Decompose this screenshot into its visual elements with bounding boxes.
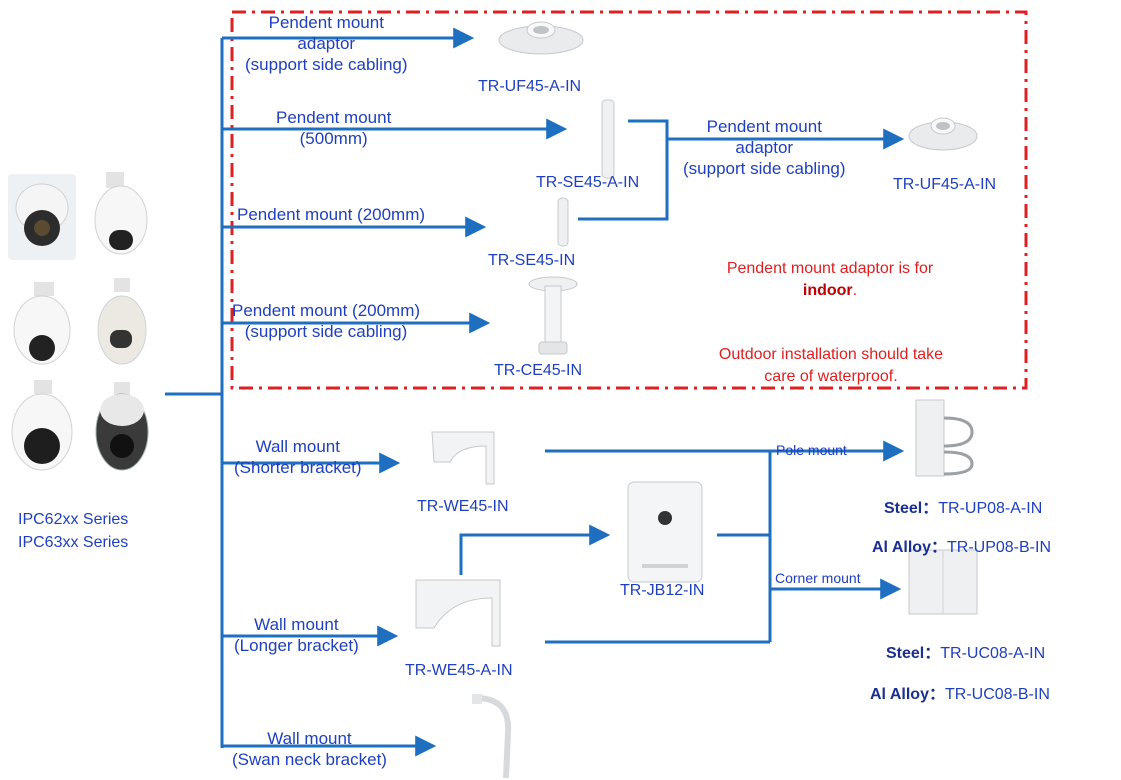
- wall-short-label: Wall mount (Shorter bracket): [234, 436, 362, 478]
- camera-icon: [96, 382, 148, 470]
- wall-long-label: Wall mount (Longer bracket): [234, 614, 359, 656]
- pole-mount-icon: [912, 398, 974, 478]
- pendent-adaptor-label: Pendent mount adaptor (support side cabl…: [245, 12, 408, 75]
- camera-icon: [12, 380, 72, 470]
- pole-alloy: Al Alloy：TR-UP08-B-IN: [872, 533, 1051, 557]
- pendent-pipe-icon: [595, 98, 621, 180]
- series-name: IPC62xx Series: [18, 508, 128, 531]
- series-list: IPC62xx Series IPC63xx Series: [18, 508, 128, 554]
- camera-icon: [95, 172, 147, 254]
- model-code: TR-JB12-IN: [620, 582, 704, 600]
- junction-box-icon: [620, 478, 710, 588]
- pendent-200-label: Pendent mount (200mm): [237, 204, 425, 225]
- mount-adaptor-icon: [496, 12, 586, 58]
- camera-images: [6, 170, 166, 480]
- pendent-200-side-label: Pendent mount (200mm) (support side cabl…: [232, 300, 420, 342]
- indoor-note: Pendent mount adaptor is for indoor.: [680, 258, 980, 302]
- pendent-adaptor-label-2: Pendent mount adaptor (support side cabl…: [683, 116, 846, 179]
- model-code: TR-UF45-A-IN: [893, 176, 996, 194]
- mount-adaptor-icon: [907, 108, 979, 154]
- corner-mount-label: Corner mount: [775, 570, 861, 586]
- pendent-500-label: Pendent mount (500mm): [276, 107, 391, 149]
- pole-steel: Steel：TR-UP08-A-IN: [884, 494, 1042, 518]
- corner-steel: Steel：TR-UC08-A-IN: [886, 639, 1045, 663]
- model-code: TR-WE45-A-IN: [405, 662, 513, 680]
- model-code: TR-CE45-IN: [494, 362, 582, 380]
- model-code: TR-SE45-IN: [488, 252, 575, 270]
- outdoor-note: Outdoor installation should take care of…: [676, 344, 986, 388]
- wall-swan-label: Wall mount (Swan neck bracket): [232, 728, 387, 770]
- series-name: IPC63xx Series: [18, 531, 128, 554]
- camera-icon: [14, 282, 70, 364]
- pendent-pipe-icon: [552, 196, 574, 248]
- wall-bracket-icon: [428, 428, 498, 488]
- camera-icon: [8, 174, 76, 260]
- pole-mount-label: Pole mount: [776, 442, 847, 458]
- camera-icon: [98, 278, 146, 364]
- wall-bracket-icon: [408, 576, 508, 650]
- pendent-side-mount-icon: [527, 276, 579, 358]
- model-code: TR-SE45-A-IN: [536, 174, 639, 192]
- corner-alloy: Al Alloy：TR-UC08-B-IN: [870, 680, 1050, 704]
- swan-neck-icon: [470, 692, 520, 780]
- model-code: TR-WE45-IN: [417, 498, 509, 516]
- model-code: TR-UF45-A-IN: [478, 78, 581, 96]
